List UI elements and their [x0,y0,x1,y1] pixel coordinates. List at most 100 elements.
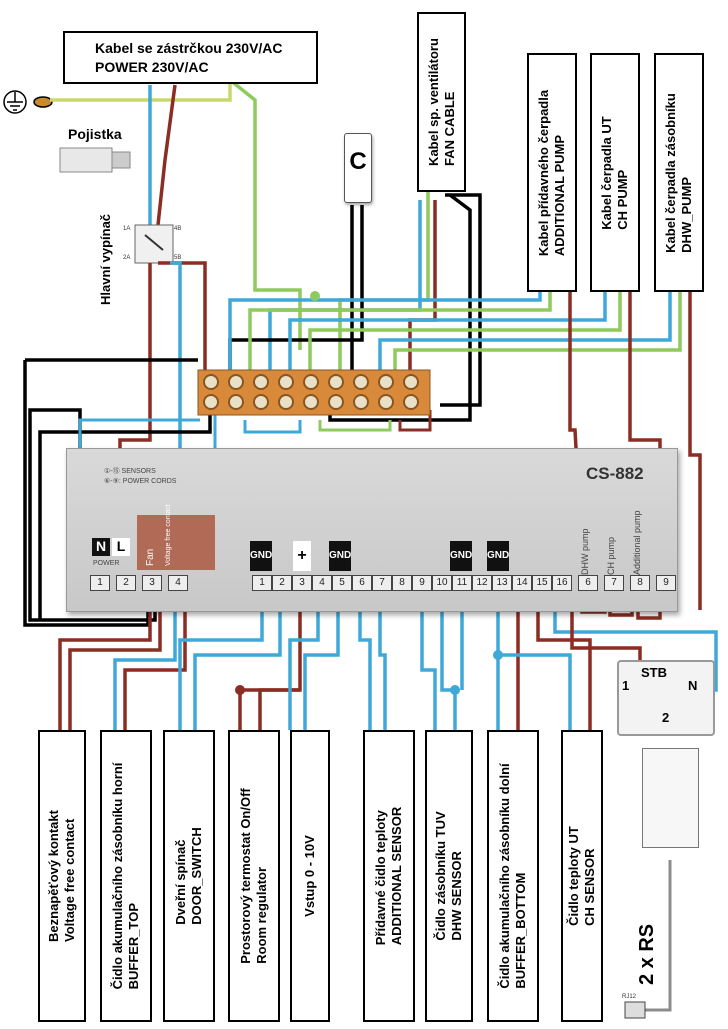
legend-power: ⑥-⑨: POWER CORDS [104,478,177,485]
terminal-screw [378,394,394,410]
sensor-label-line: Čidlo akumulačního zásobníku horní [110,762,125,990]
controller-terminal: 3 [292,575,312,591]
controller-terminal: 8 [392,575,412,591]
terminal-screw [203,374,219,390]
power-cable-line1: Kabel se zástrčkou 230V/AC [95,39,283,56]
controller-terminal: 1 [252,575,272,591]
dhw-pump-line1: Kabel čerpadla zásobníku [663,92,678,253]
controller-terminal: 1 [90,575,110,591]
controller-terminal: 12 [472,575,492,591]
controller-terminal: 9 [412,575,432,591]
controller-terminal: 6 [352,575,372,591]
ground-symbol [3,90,53,114]
terminal-screw [253,394,269,410]
stb-label: STB [641,665,667,680]
switch-2a: 2A [123,255,131,261]
terminal-screw [303,394,319,410]
switch-4b: 4B [174,226,182,232]
sensor-label-line: ADDITIONAL SENSOR [389,806,404,946]
additional-pump-line2: ADDITIONAL PUMP [552,134,567,256]
rj12-label: RJ12 [622,994,637,1000]
controller-terminal: 4 [312,575,332,591]
stb-thermostat [617,660,715,736]
sensor-label-line: CH SENSOR [582,848,597,926]
sensor-label-line: Prostorový termostat On/Off [238,788,253,964]
fan-voltage-free-block [137,515,215,570]
fuse [59,147,131,173]
sensor-label-box: Vstup 0 - 10V [290,730,330,1022]
dhw-pump-line2: DHW_PUMP [679,176,694,253]
stb-terminal-2: 2 [662,710,670,725]
sensor-label-line: Beznapěťový kontakt [46,810,61,942]
sensor-label-line: Voltage free contact [62,818,77,942]
terminal-screw [328,394,344,410]
terminal-screw [253,374,269,390]
controller-terminal: 2 [116,575,136,591]
controller-terminal: 7 [604,575,624,591]
terminal-screw [228,374,244,390]
terminal-screw [403,394,419,410]
legend-sensors: ①-⑮ SENSORS [104,468,156,475]
terminal-screw [378,374,394,390]
terminal-l: L [112,538,130,556]
switch-5b: 5B [174,255,182,261]
rs-label: 2 x RS [636,923,658,985]
voltage-free-label: Voltage free contact [165,504,172,566]
sensor-label-line: Dveřní spínač [173,839,188,925]
sensor-label-line: DOOR_SWITCH [189,827,204,925]
terminal-screw [203,394,219,410]
controller-terminal: 14 [512,575,532,591]
gnd-3: GND [450,541,472,571]
sensor-label-line: Čidlo teploty UT [566,826,581,926]
terminal-n: N [92,538,110,556]
power-cable-line2: POWER 230V/AC [95,58,209,75]
terminal-screw [328,374,344,390]
main-switch [134,224,174,264]
plus-terminal: + [293,541,311,571]
fan-cable-line2: FAN CABLE [441,91,457,166]
sensor-label-line: DHW SENSOR [449,851,464,941]
controller-terminal: 3 [142,575,162,591]
gnd-2: GND [329,541,351,571]
gnd-1: GND [250,541,272,571]
controller-terminal: 11 [452,575,472,591]
terminal-screw [303,374,319,390]
gnd-4: GND [487,541,509,571]
pump-additional: Additional pump [632,510,642,575]
controller-terminal: 8 [630,575,650,591]
fuse-label: Pojistka [68,126,122,142]
sensor-wires [58,595,718,730]
stb-terminal-n: N [688,678,698,693]
fan-label: Fan [145,548,156,566]
terminal-screw [353,394,369,410]
additional-pump-line1: Kabel přídavného čerpadla [536,89,551,256]
sensor-label-line: BUFFER_BOTTOM [513,872,528,989]
rs-module [642,748,699,848]
sensor-label-line: Čidlo akumulačního zásobníku dolní [497,763,512,989]
controller-terminal: 10 [432,575,452,591]
power-label: POWER [93,560,120,567]
pump-ch: CH pump [606,536,616,575]
ch-pump-line1: Kabel čerpadla UT [599,115,614,230]
sensor-label-line: Vstup 0 - 10V [302,835,317,917]
controller-terminal: 4 [168,575,188,591]
controller-terminal: 15 [532,575,552,591]
fan-cable-line1: Kabel sp. ventilátoru [425,38,441,166]
controller-terminal: 6 [578,575,598,591]
sensor-label-line: Čidlo zásobníku TUV [433,811,448,941]
terminal-screw [353,374,369,390]
sensor-label-line: Room regulator [254,866,269,964]
